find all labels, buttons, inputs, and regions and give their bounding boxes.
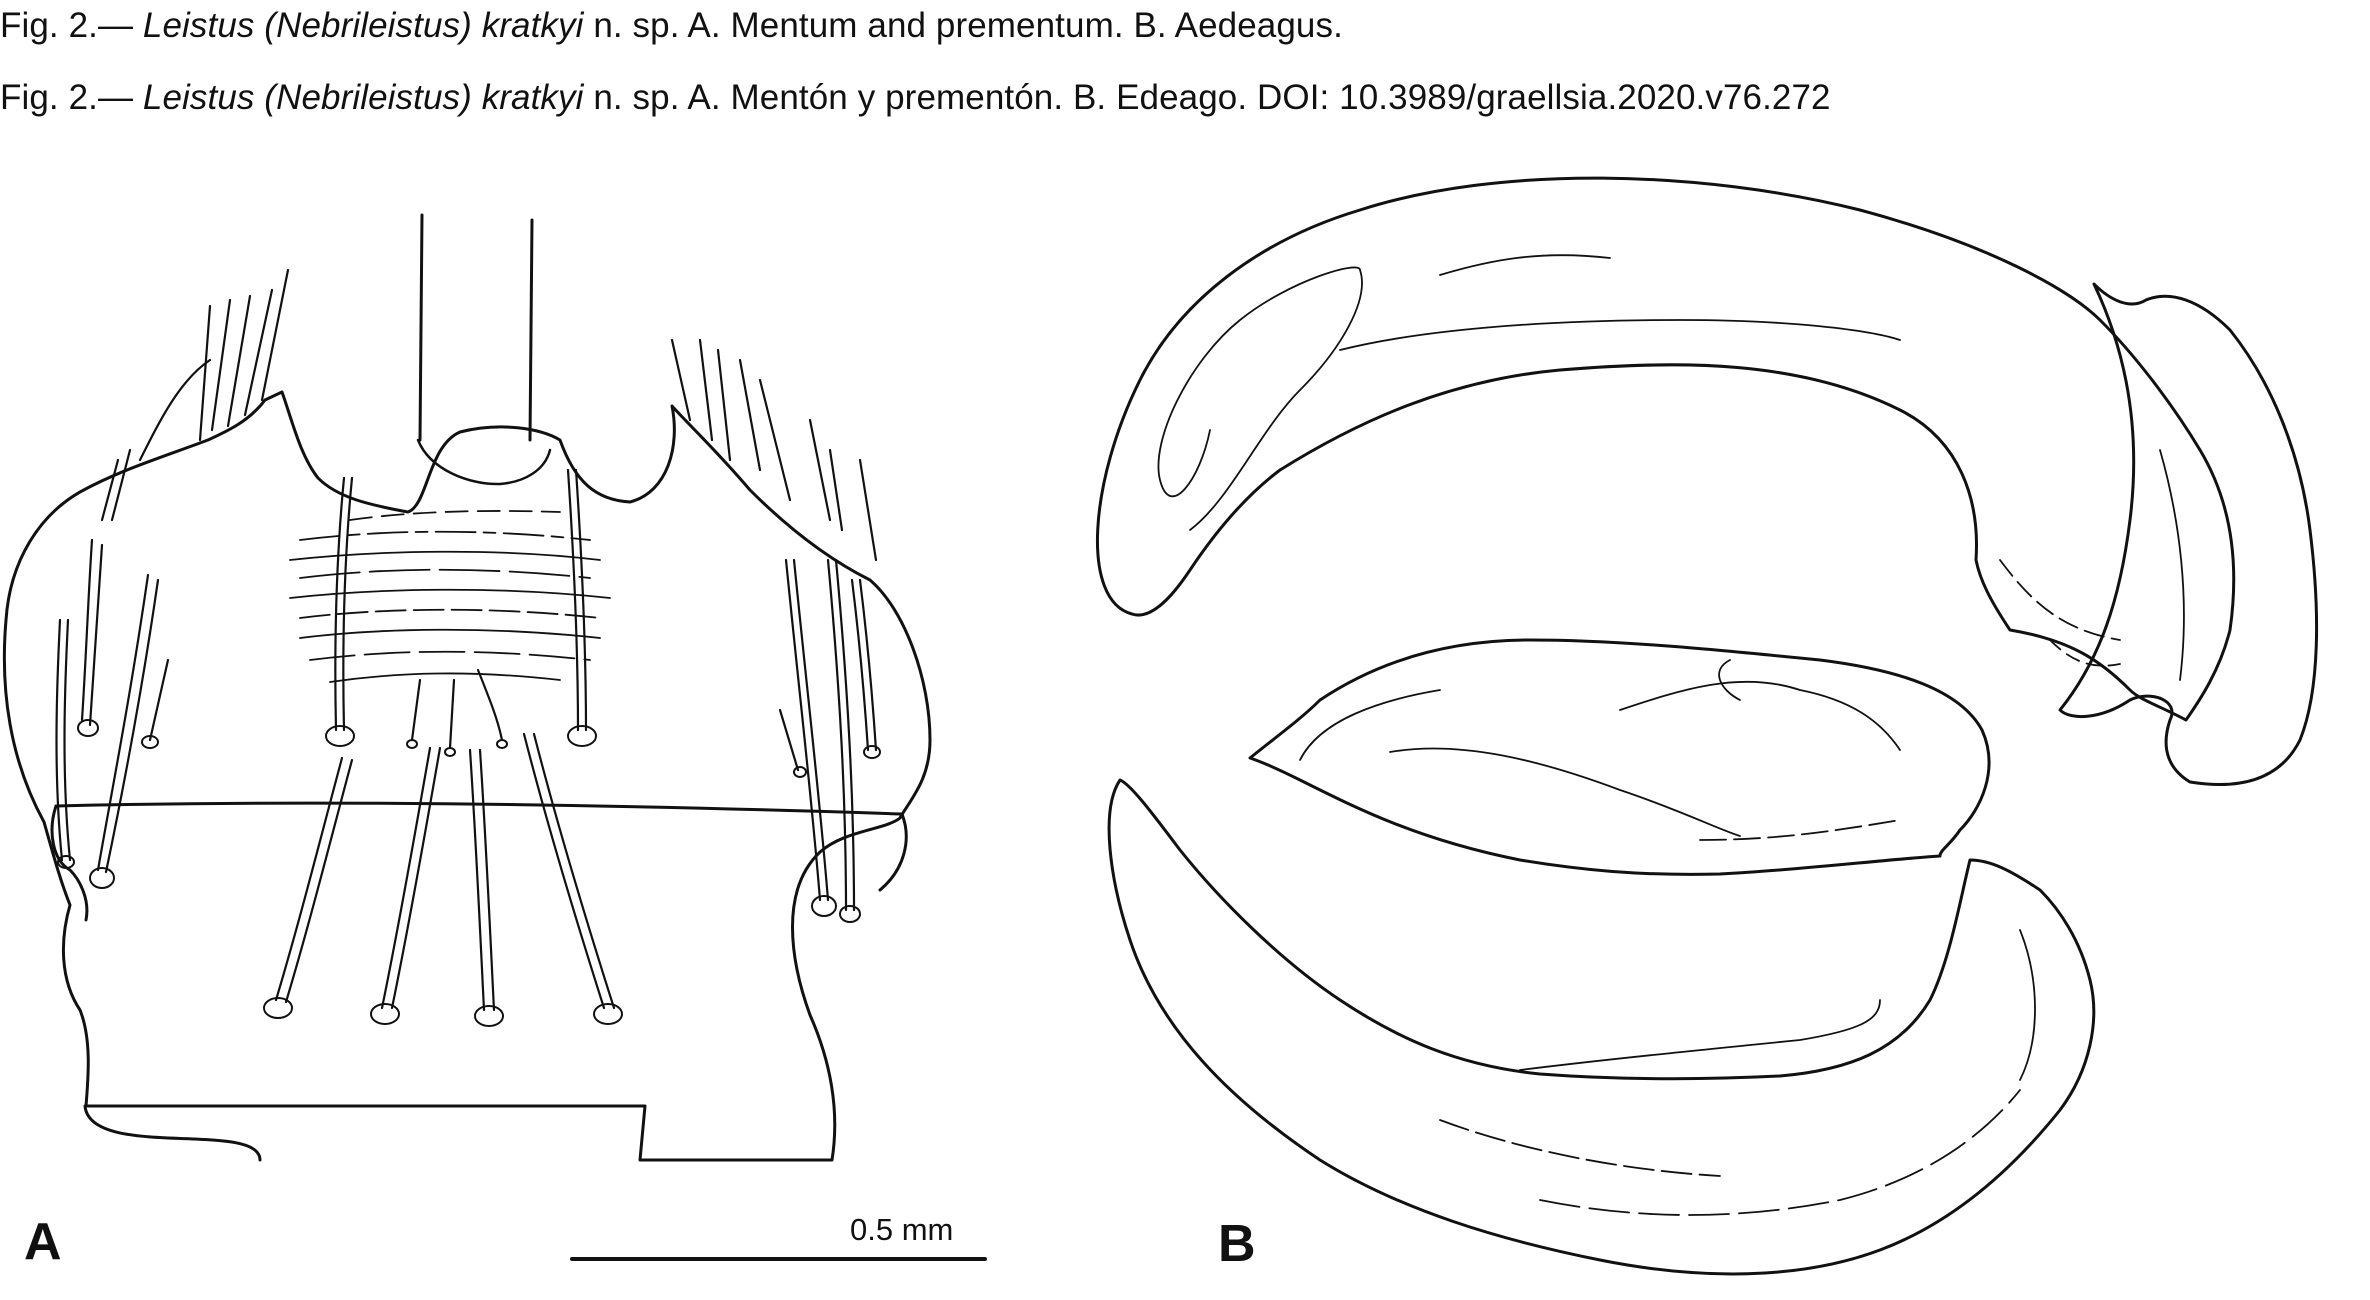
seta-sockets-right	[793, 745, 881, 923]
prementum-left-lobe	[50, 804, 89, 922]
panel-label-a: A	[24, 1213, 62, 1271]
prementum-right-lobe	[878, 812, 908, 892]
caption-es-prefix: Fig. 2.—	[0, 78, 143, 117]
ligula	[418, 213, 534, 442]
aedeagus-upper-fold	[1339, 319, 1901, 351]
caption-es-suffix: n. sp. A. Mentón y prementón. B. Edeago.…	[583, 78, 1831, 117]
aedeagus-middle-lobe	[1248, 638, 1991, 876]
setae-central	[334, 468, 588, 750]
caption-en-prefix: Fig. 2.—	[0, 6, 143, 45]
aedeagus-lower-lobe	[1107, 778, 2096, 1276]
seta-sockets-central	[325, 725, 597, 757]
setae-lateral-right	[778, 558, 878, 912]
mentum-outline	[83, 390, 932, 1162]
mentum-left-outline	[2, 390, 284, 1108]
caption-en-suffix: n. sp. A. Mentum and prementum. B. Aedea…	[583, 6, 1343, 45]
mentum-prementum-drawing	[2, 213, 932, 1162]
caption-english: Fig. 2.— Leistus (Nebrileistus) kratkyi …	[0, 6, 1343, 46]
aedeagus-apex	[2058, 282, 2319, 786]
ligula-base	[416, 438, 552, 486]
setae-apical-right	[670, 338, 878, 562]
caption-spanish: Fig. 2.— Leistus (Nebrileistus) kratkyi …	[0, 78, 1831, 118]
aedeagus-upper-inner	[1157, 266, 1363, 531]
panel-label-b: B	[1218, 1215, 1256, 1273]
scale-bar-label: 0.5 mm	[850, 1212, 954, 1247]
caption-es-taxon: Leistus (Nebrileistus) kratkyi	[142, 78, 584, 117]
setae-apical-left	[100, 268, 290, 522]
aedeagus-upper-lobe	[1095, 176, 2236, 722]
striae	[289, 510, 611, 683]
setae-lateral-left	[55, 538, 170, 874]
aedeagus-drawing	[1095, 176, 2319, 1276]
seta-sockets-prementum	[263, 997, 623, 1027]
setae-prementum	[274, 732, 616, 1012]
mentum-suture	[54, 801, 904, 816]
seta-sockets-left	[57, 719, 159, 889]
caption-en-taxon: Leistus (Nebrileistus) kratkyi	[142, 6, 584, 45]
